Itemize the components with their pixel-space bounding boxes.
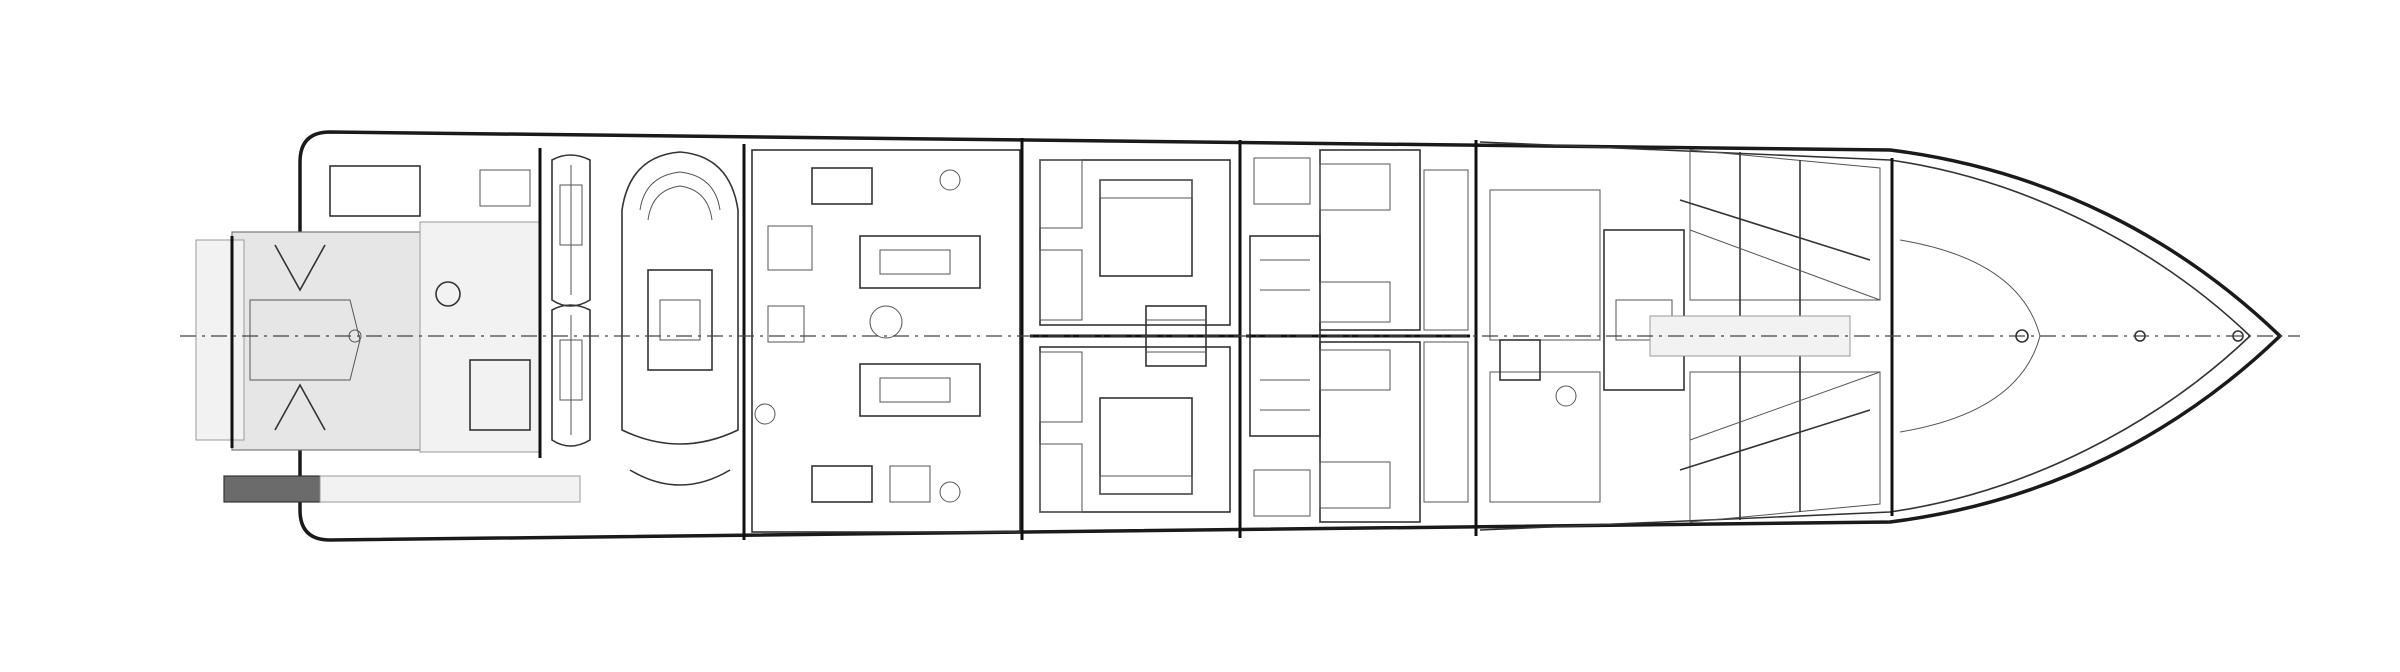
swim-platform bbox=[195, 231, 445, 451]
engine-room bbox=[751, 149, 1021, 533]
stern-lounge bbox=[329, 165, 541, 453]
generator-lower bbox=[811, 465, 873, 503]
engine-port bbox=[859, 363, 981, 417]
guest-cabin-port-aft bbox=[1039, 346, 1231, 513]
transom-steps bbox=[629, 469, 731, 486]
guest-cabin-starboard-mid bbox=[1319, 149, 1469, 331]
passerelle-housing bbox=[319, 475, 581, 503]
crew-area bbox=[1489, 189, 1601, 503]
jet-ski-lower bbox=[551, 304, 591, 447]
generator-upper bbox=[811, 167, 873, 205]
stern-passerelle bbox=[223, 475, 321, 503]
tender-boat bbox=[621, 151, 739, 445]
jet-ski-upper bbox=[551, 154, 591, 307]
engine-starboard bbox=[859, 235, 981, 289]
guest-cabin-port-mid bbox=[1319, 341, 1469, 523]
guest-cabin-starboard-aft bbox=[1039, 159, 1231, 326]
